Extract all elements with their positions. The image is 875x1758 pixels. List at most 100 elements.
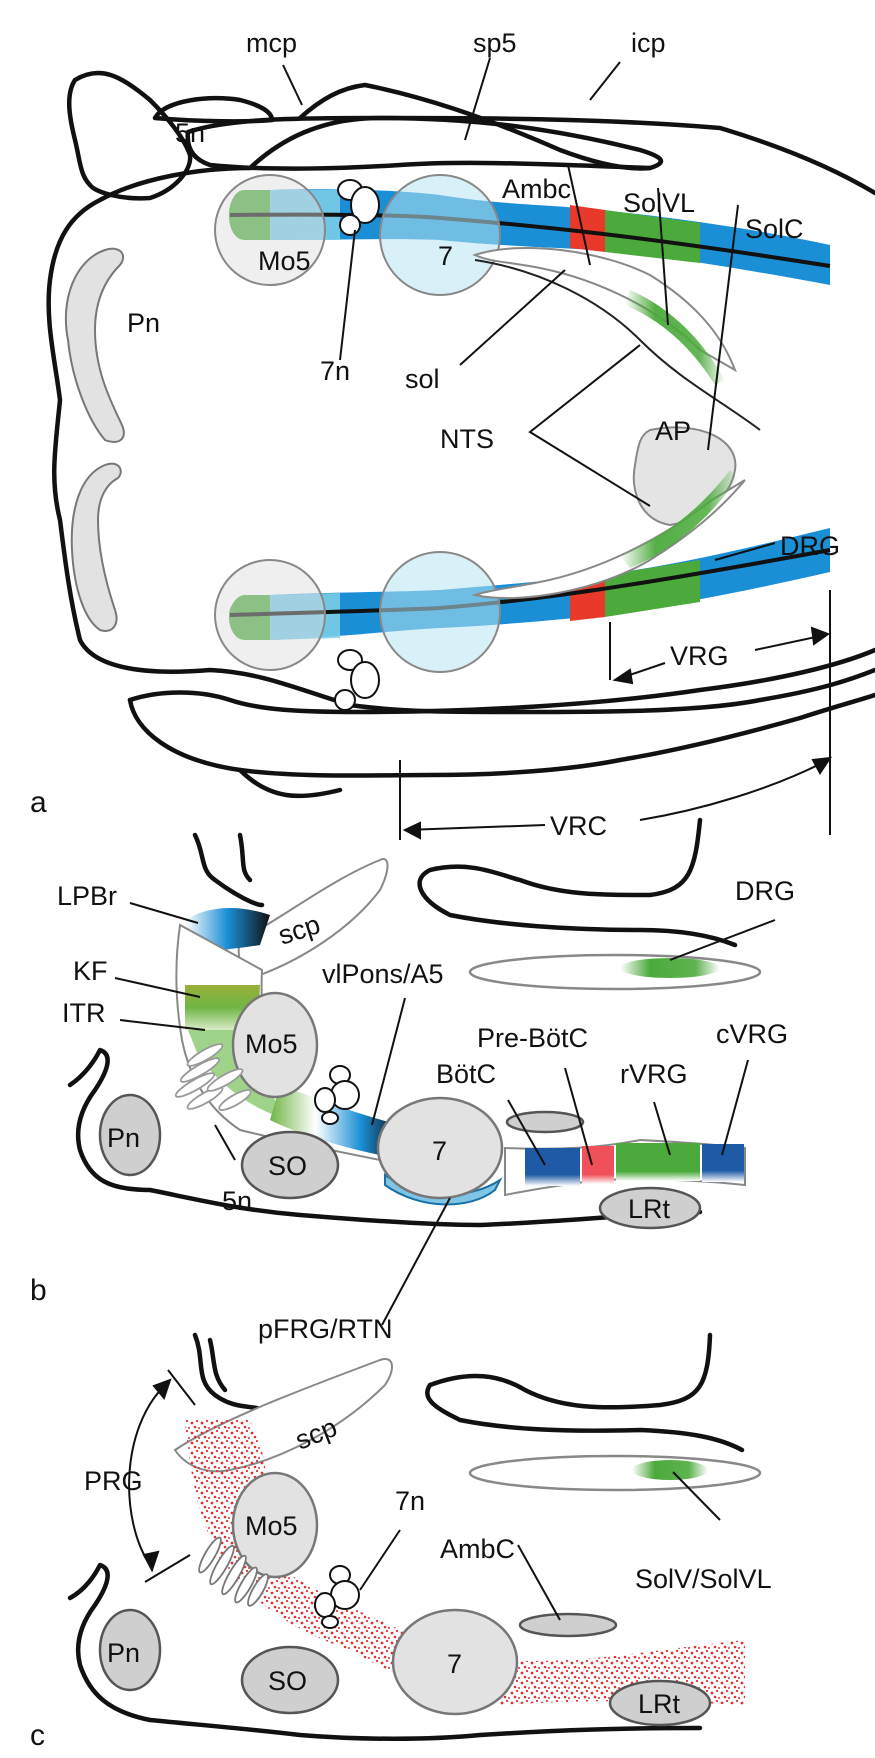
label-lrt-b: LRt: [628, 1194, 671, 1224]
label-mo5-a: Mo5: [258, 246, 311, 276]
label-icp: icp: [631, 28, 666, 58]
mo5-lower: [214, 559, 326, 671]
leaders-a: [282, 57, 831, 840]
panel-a: mcp sp5 icp 5n Pn Mo5 7 7n sol Ambc SolV…: [30, 28, 875, 841]
pn-crescent-upper: [64, 247, 125, 443]
prg-arrow: [128, 1369, 196, 1583]
label-5n: 5n: [175, 118, 205, 148]
sol-tract-upper: [472, 247, 737, 373]
panel-b: LPBr scp KF ITR Mo5 vlPons/A5 DRG Pre-Bö…: [30, 817, 795, 1344]
label-drg-b: DRG: [735, 876, 795, 906]
label-botc: BötC: [436, 1059, 496, 1089]
label-lpbr: LPBr: [57, 881, 117, 911]
label-prg: PRG: [84, 1466, 143, 1496]
label-vlpons: vlPons/A5: [322, 959, 444, 989]
5n-shape: [66, 70, 193, 201]
panel-letter-c: c: [30, 1719, 45, 1752]
sol-tract-lower: [471, 479, 746, 600]
leaders-b: [114, 902, 776, 1326]
leaders-c: [359, 1471, 721, 1621]
label-ap: AP: [655, 416, 691, 446]
rvrg-b: [616, 1143, 700, 1181]
pn-b: [98, 1093, 162, 1177]
label-7-b: 7: [432, 1136, 447, 1166]
dorsal-outline-b2: [237, 832, 253, 883]
lrt-c: [608, 1679, 712, 1727]
so-b: [240, 1130, 340, 1200]
label-mcp: mcp: [246, 28, 297, 58]
so-c: [240, 1645, 340, 1715]
label-nts: NTS: [440, 424, 494, 454]
label-mo5-c: Mo5: [245, 1511, 298, 1541]
7n-cluster-b: [314, 1065, 360, 1125]
label-sol: sol: [405, 364, 440, 394]
label-pn-c: Pn: [107, 1638, 140, 1668]
ambc-c: [518, 1612, 618, 1638]
panel-letter-b: b: [30, 1274, 47, 1307]
ventral-outline-b: [67, 1047, 703, 1228]
mo5-c: [231, 1471, 319, 1579]
dorsal-outline-b: [192, 832, 265, 908]
solv-green-c: [632, 1460, 708, 1480]
nucleus-7-lower: [379, 551, 501, 673]
lower-outline: [127, 647, 875, 715]
label-pn-b: Pn: [107, 1123, 140, 1153]
nucleus-7-upper: [379, 174, 501, 296]
nucleus-7-b: [376, 1096, 504, 1200]
7n-cluster-lower: [334, 649, 380, 711]
mcp-shape: [152, 95, 275, 124]
pn-c: [98, 1608, 162, 1692]
nucleus-7-c: [391, 1608, 519, 1716]
mo5-b: [231, 991, 319, 1099]
label-7-c: 7: [447, 1649, 462, 1679]
label-solvl-a: SolVL: [623, 188, 695, 218]
label-mo5-b: Mo5: [245, 1029, 298, 1059]
dorsal-outline-c: [192, 1332, 265, 1413]
solv-ellipse-c: [468, 1454, 762, 1492]
label-7-a: 7: [438, 241, 453, 271]
label-itr: ITR: [62, 998, 106, 1028]
botc-b: [525, 1148, 580, 1186]
label-vrg: VRG: [670, 641, 729, 671]
label-lrt-c: LRt: [638, 1689, 681, 1719]
label-sp5: sp5: [473, 28, 517, 58]
label-vrc: VRC: [550, 811, 607, 841]
cerebellar-outline-c: [425, 1332, 745, 1453]
lower-outline-3: [237, 767, 343, 799]
panel-letter-a: a: [30, 786, 47, 819]
cerebellar-outline-b: [417, 817, 738, 948]
label-so-b: SO: [268, 1151, 307, 1181]
5n-fibers-c: [198, 1536, 269, 1607]
label-prebotc: Pre-BötC: [477, 1023, 588, 1053]
nts-boundary-upper: [474, 259, 761, 431]
label-kf: KF: [73, 956, 108, 986]
lower-outline-2: [127, 692, 875, 778]
label-ambc-c: AmbC: [440, 1534, 515, 1564]
vrg-arrows: [402, 626, 833, 840]
label-solc: SolC: [745, 214, 804, 244]
label-so-c: SO: [268, 1666, 307, 1696]
7n-cluster-c: [314, 1565, 360, 1629]
drg-green-b: [620, 958, 720, 978]
prebotc-b: [582, 1146, 614, 1184]
5n-fibers-b: [174, 1043, 252, 1111]
panel-c: PRG scp Mo5 7n AmbC SolV/SolVL Pn SO 7 L…: [30, 1332, 772, 1752]
label-5n-b: 5n: [222, 1186, 252, 1216]
lrt-b: [598, 1186, 702, 1230]
mo5-upper: [214, 174, 326, 286]
label-7n-c: 7n: [395, 1486, 425, 1516]
dorsal-outline-c2: [207, 1337, 228, 1393]
label-drg-a: DRG: [780, 531, 840, 561]
ambc-b: [505, 1110, 585, 1134]
drg-green-lower: [620, 470, 738, 568]
icp-shape: [297, 82, 653, 171]
label-7n-a: 7n: [320, 356, 350, 386]
label-pn-a: Pn: [127, 308, 160, 338]
label-cvrg: cVRG: [716, 1019, 788, 1049]
label-rvrg: rVRG: [620, 1059, 688, 1089]
drg-ellipse-b: [468, 953, 762, 991]
label-pfrg: pFRG/RTN: [258, 1314, 393, 1344]
label-ambc: Ambc: [502, 174, 571, 204]
pn-crescent-lower: [70, 462, 122, 632]
